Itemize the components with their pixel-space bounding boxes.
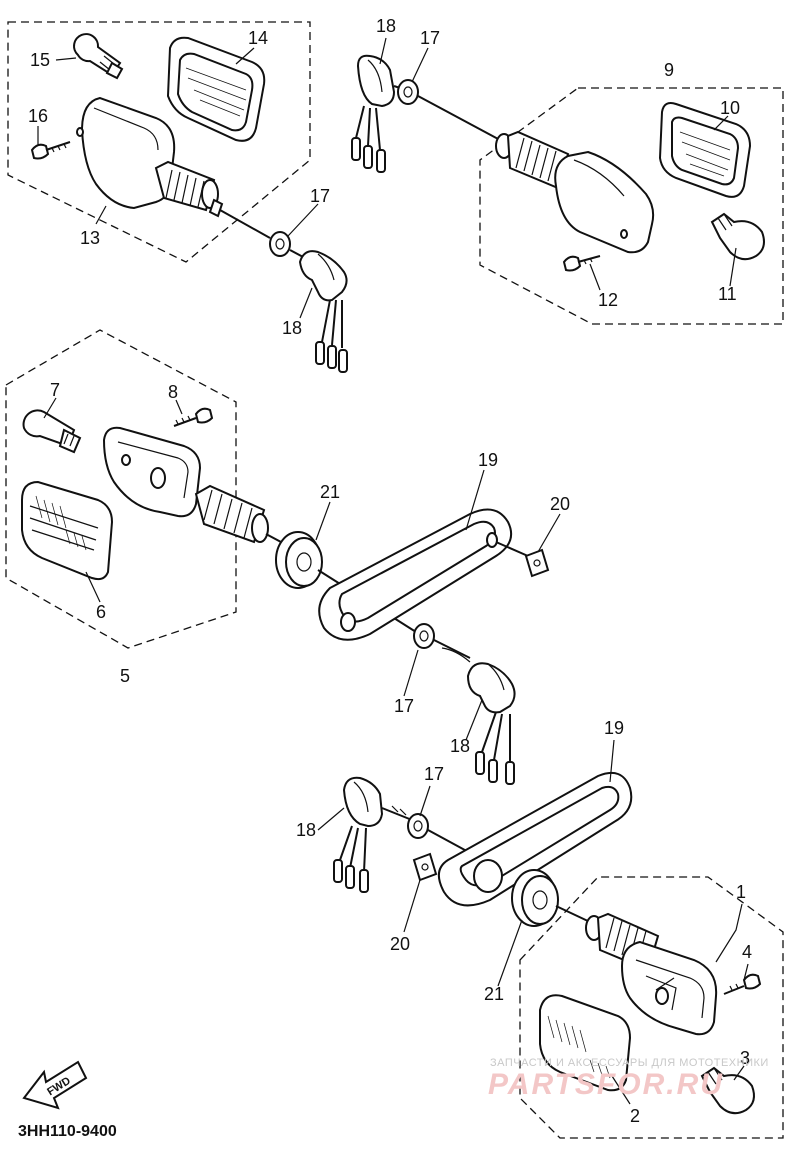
grommet-17d xyxy=(407,813,429,839)
screw-12 xyxy=(562,255,601,272)
callout-19a: 19 xyxy=(478,450,498,470)
watermark: ЗАПЧАСТИ И АКСЕССУАРЫ ДЛЯ МОТОТЕХНИКИ PA… xyxy=(488,1057,769,1101)
nut-20b xyxy=(412,852,438,882)
group-outline-9 xyxy=(479,87,784,325)
callout-18d: 18 xyxy=(296,820,316,840)
callout-17a: 17 xyxy=(310,186,330,206)
socket-18d xyxy=(333,776,384,893)
fwd-arrow-icon: FWD xyxy=(22,1060,88,1110)
group-outline-13 xyxy=(7,21,311,263)
screw-8 xyxy=(173,407,214,427)
lens-2 xyxy=(539,994,632,1092)
callout-18c: 18 xyxy=(450,736,470,756)
callout-20b: 20 xyxy=(390,934,410,954)
housing-5 xyxy=(102,426,269,544)
callout-21a: 21 xyxy=(320,482,340,502)
grommet-17a xyxy=(269,231,291,257)
housing-1 xyxy=(585,912,718,1036)
housing-13 xyxy=(76,96,224,218)
callout-15: 15 xyxy=(30,50,50,70)
callout-10: 10 xyxy=(720,98,740,118)
callout-4: 4 xyxy=(742,942,752,962)
nut-20a xyxy=(524,548,550,578)
grommet-21b xyxy=(511,869,559,927)
callout-16: 16 xyxy=(28,106,48,126)
callout-9: 9 xyxy=(664,60,674,80)
callout-8: 8 xyxy=(168,382,178,402)
housing-9 xyxy=(495,130,655,254)
bracket-19b xyxy=(437,772,633,907)
watermark-tagline: ЗАПЧАСТИ И АКСЕССУАРЫ ДЛЯ МОТОТЕХНИКИ xyxy=(490,1057,769,1069)
lens-6 xyxy=(21,480,114,581)
callout-13: 13 xyxy=(80,228,100,248)
leader-lines xyxy=(37,37,749,1105)
callout-18a: 18 xyxy=(282,318,302,338)
diagram-code: 3HH110-9400 xyxy=(18,1123,117,1140)
screw-16 xyxy=(30,141,71,160)
callout-14: 14 xyxy=(248,28,268,48)
callout-17c: 17 xyxy=(394,696,414,716)
socket-18a xyxy=(298,250,348,373)
callout-17b: 17 xyxy=(420,28,440,48)
lens-14 xyxy=(166,36,266,142)
callout-3: 3 xyxy=(740,1048,750,1068)
bulb-15 xyxy=(73,33,124,80)
bulb-3 xyxy=(700,1066,755,1115)
callout-18b: 18 xyxy=(376,16,396,36)
grommet-21a xyxy=(275,531,323,589)
callout-20a: 20 xyxy=(550,494,570,514)
group-outline-1 xyxy=(519,876,784,1139)
callout-19b: 19 xyxy=(604,718,624,738)
callout-12: 12 xyxy=(598,290,618,310)
grommet-17b xyxy=(397,79,419,105)
bulb-11 xyxy=(710,212,765,261)
callout-21b: 21 xyxy=(484,984,504,1004)
watermark-logo-text: PARTSFOR.RU xyxy=(488,1068,724,1101)
lens-10 xyxy=(658,102,752,198)
callout-2: 2 xyxy=(630,1106,640,1126)
callout-5: 5 xyxy=(120,666,130,686)
bracket-19a xyxy=(318,508,512,641)
group-outline-5 xyxy=(5,329,237,649)
callout-11: 11 xyxy=(718,284,737,304)
screw-4 xyxy=(723,973,762,995)
callout-1: 1 xyxy=(736,882,746,902)
socket-18c xyxy=(466,662,516,785)
callout-7: 7 xyxy=(50,380,60,400)
bulb-7 xyxy=(22,409,82,454)
socket-18b xyxy=(351,54,396,173)
callout-17d: 17 xyxy=(424,764,444,784)
callout-6: 6 xyxy=(96,602,106,622)
grommet-17c xyxy=(413,623,435,649)
